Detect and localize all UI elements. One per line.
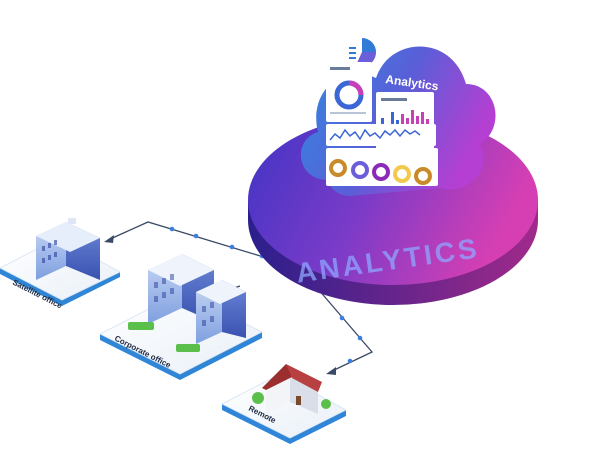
analytics-cloud: Analytics	[300, 37, 496, 197]
node-dot	[347, 358, 353, 364]
node-dot	[193, 233, 199, 239]
corporate-office-building-icon	[148, 254, 246, 344]
node-dot	[169, 226, 175, 232]
link-arrows	[104, 235, 336, 375]
tile-top	[221, 373, 347, 439]
dashboard-panel-top-left	[326, 62, 372, 122]
arrow-icon	[104, 235, 114, 243]
tile-side	[222, 404, 346, 444]
node-dot	[357, 335, 363, 341]
node-dot	[339, 315, 345, 321]
site-satellite-office: Satellite office	[0, 218, 121, 311]
satellite-office-building-icon	[36, 218, 100, 280]
link-satellite-to-platform	[107, 221, 301, 269]
remote-house-icon	[252, 364, 331, 414]
dashboard-panel-donuts	[326, 148, 438, 186]
tile-side	[0, 268, 120, 306]
node-dot	[229, 244, 235, 250]
dashboard-panel-waves	[326, 124, 436, 146]
tile-side	[100, 332, 262, 380]
link-remote-to-platform	[299, 267, 374, 373]
site-corporate-office: Corporate office	[99, 254, 263, 380]
hedge-icon	[128, 322, 200, 352]
site-remote: Remote	[221, 364, 347, 444]
arrow-icon	[326, 367, 336, 375]
